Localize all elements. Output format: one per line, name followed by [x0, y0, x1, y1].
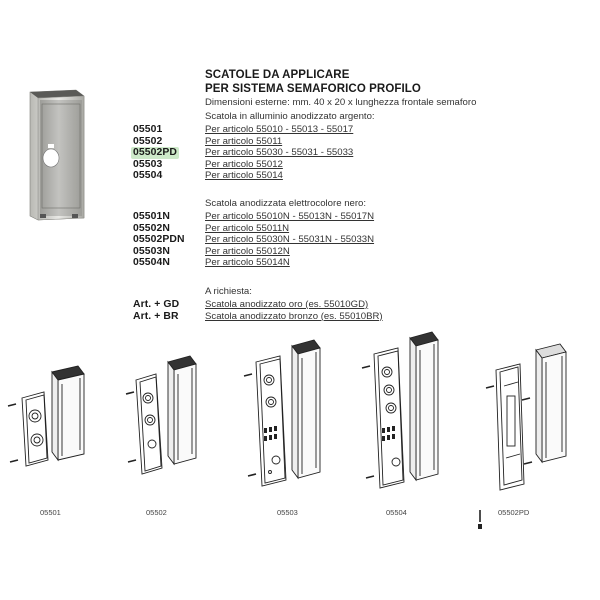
drawing-05502	[125, 355, 197, 475]
list-item: 05502 Per articolo 55011	[133, 136, 513, 148]
item-link[interactable]: Scatola anodizzato bronzo (es. 55010BR)	[205, 310, 383, 322]
item-code: 05504	[133, 170, 163, 182]
product-photo	[29, 89, 85, 221]
item-code: 05504N	[133, 257, 170, 269]
item-code: 05501N	[133, 211, 170, 222]
item-link[interactable]: Per articolo 55011	[205, 135, 283, 147]
request-section-heading: A richiesta:	[205, 286, 252, 297]
list-item: 05501N Per articolo 55010N - 55013N - 55…	[133, 211, 513, 223]
silver-section-heading: Scatola in alluminio anodizzato argento:	[205, 111, 375, 122]
item-link[interactable]: Per articolo 55010 - 55013 - 55017	[205, 124, 354, 135]
item-link[interactable]: Per articolo 55012	[205, 158, 283, 170]
list-item: 05504N Per articolo 55014N	[133, 257, 513, 269]
list-item: 05503 Per articolo 55012	[133, 159, 513, 171]
item-code: 05502	[133, 135, 163, 147]
drawing-05503	[243, 339, 321, 487]
drawing-05501	[7, 365, 85, 467]
list-item: 05502PDN Per articolo 55030N - 55031N - …	[133, 234, 513, 246]
list-item: 05503N Per articolo 55012N	[133, 246, 513, 258]
black-section-heading: Scatola anodizzata elettrocolore nero:	[205, 198, 367, 209]
item-link[interactable]: Per articolo 55010N - 55013N - 55017N	[205, 211, 375, 222]
list-item: Art. + BR Scatola anodizzato bronzo (es.…	[133, 311, 513, 323]
silver-item-list: 05501 Per articolo 55010 - 55013 - 55017…	[131, 124, 513, 182]
caption-05503: 05503	[277, 508, 298, 517]
item-code: 05503N	[133, 245, 170, 257]
caption-05502: 05502	[146, 508, 167, 517]
list-item: 05502N Per articolo 55011N	[133, 223, 513, 235]
list-item: 05504 Per articolo 55014	[133, 170, 513, 182]
item-link[interactable]: Scatola anodizzato oro (es. 55010GD)	[205, 299, 369, 310]
black-item-list: 05501N Per articolo 55010N - 55013N - 55…	[133, 211, 513, 269]
item-code-highlighted: 05502PD	[131, 147, 180, 159]
item-link[interactable]: Per articolo 55011N	[205, 222, 290, 234]
item-link[interactable]: Per articolo 55030 - 55031 - 55033	[205, 147, 354, 159]
item-code: Art. + BR	[133, 310, 179, 322]
caption-05501: 05501	[40, 508, 61, 517]
item-code: 05502PDN	[133, 234, 185, 246]
item-link[interactable]: Per articolo 55030N - 55031N - 55033N	[205, 234, 375, 246]
title-line-2: PER SISTEMA SEMAFORICO PROFILO	[205, 83, 421, 95]
title-line-1: SCATOLE DA APPLICARE	[205, 69, 350, 81]
caption-05504: 05504	[386, 508, 407, 517]
item-link[interactable]: Per articolo 55014	[205, 170, 283, 182]
dimensions-text: Dimensioni esterne: mm. 40 x 20 x lunghe…	[205, 97, 477, 108]
drawing-05504	[361, 331, 439, 489]
item-link[interactable]: Per articolo 55012N	[205, 245, 290, 257]
item-link[interactable]: Per articolo 55014N	[205, 257, 290, 269]
page-title: SCATOLE DA APPLICARE PER SISTEMA SEMAFOR…	[205, 68, 421, 96]
list-item: 05501 Per articolo 55010 - 55013 - 55017	[133, 124, 513, 136]
caption-05502PD: 05502PD	[498, 508, 530, 517]
list-item: Art. + GD Scatola anodizzato oro (es. 55…	[133, 299, 513, 311]
item-code: 05501	[133, 124, 163, 135]
list-item: 05502PD Per articolo 55030 - 55031 - 550…	[131, 147, 513, 159]
item-code: 05502N	[133, 222, 170, 234]
item-code: 05503	[133, 158, 163, 170]
drawing-05502PD	[478, 343, 567, 529]
item-code: Art. + GD	[133, 299, 180, 310]
request-item-list: Art. + GD Scatola anodizzato oro (es. 55…	[133, 299, 513, 322]
